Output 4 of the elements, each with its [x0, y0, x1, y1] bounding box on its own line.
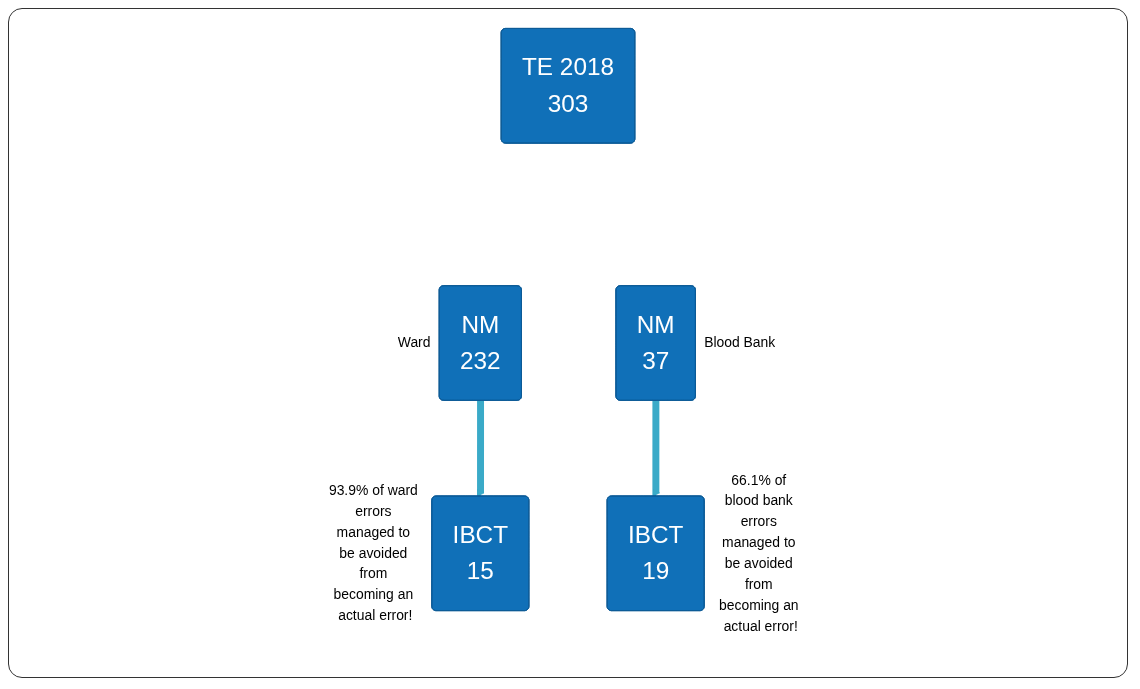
node-label: Blood Bank [704, 335, 776, 350]
node-label: Ward [397, 335, 431, 350]
node-label: 66.1% of blood bank errors managed to be avoided from becoming an actual error! [718, 472, 799, 634]
node-label: 93.9% of ward errors managed to be avoided from becoming an actual error! [328, 482, 418, 623]
